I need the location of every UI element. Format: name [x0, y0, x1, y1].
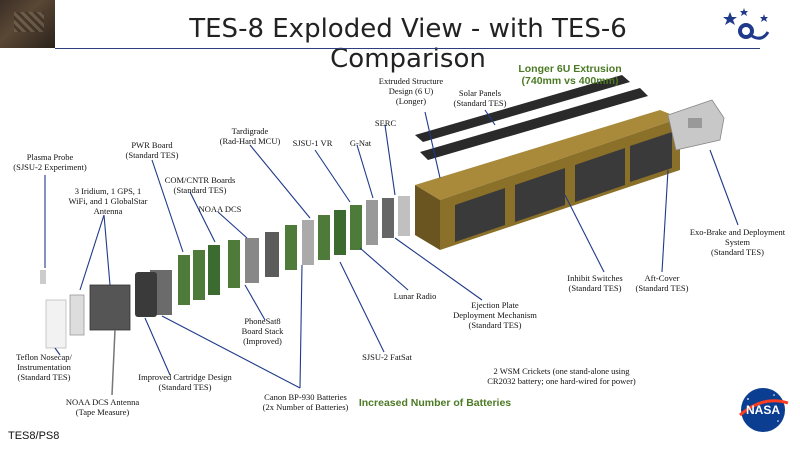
extruded-structure	[415, 110, 680, 250]
board-stack	[150, 196, 410, 315]
nasa-logo-icon: NASA	[739, 388, 789, 432]
corner-photo	[0, 0, 55, 48]
label-aft-cover: Aft-Cover (Standard TES)	[635, 273, 689, 293]
label-noaa-antenna: NOAA DCS Antenna (Tape Measure)	[65, 397, 140, 417]
label-teflon-nosecap: Teflon Nosecap/ Instrumentation (Standar…	[16, 352, 72, 382]
label-solar-panels: Solar Panels (Standard TES)	[453, 88, 507, 108]
nasa-logo-text: NASA	[746, 403, 780, 417]
leader-lines	[44, 109, 739, 389]
page-title: TES-8 Exploded View - with TES-6 Compari…	[189, 14, 627, 74]
label-noaa-dcs: NOAA DCS	[198, 204, 242, 214]
label-g-nat: G-Nat	[349, 138, 372, 148]
label-extruded-structure: Extruded Structure Design (6 U) (Longer)	[378, 76, 444, 106]
label-inhibit-switches: Inhibit Switches (Standard TES)	[567, 273, 623, 293]
label-sjsu1-vr: SJSU-1 VR	[292, 138, 333, 148]
label-phonesat: PhoneSat8 Board Stack (Improved)	[241, 316, 284, 346]
footer-code: TES8/PS8	[8, 430, 60, 442]
label-plasma-probe: Plasma Probe (SJSU-2 Experiment)	[13, 152, 87, 172]
exo-brake	[667, 99, 725, 151]
label-canon-batteries: Canon BP-930 Batteries (2x Number of Bat…	[262, 392, 349, 412]
label-tardigrade: Tardigrade (Rad-Hard MCU)	[219, 126, 281, 146]
label-com-cntr: COM/CNTR Boards (Standard TES)	[164, 175, 236, 195]
label-antenna: 3 Iridium, 1 GPS, 1 WiFi, and 1 GlobalSt…	[68, 186, 148, 216]
title-divider	[55, 48, 760, 49]
extrusion-callout: Longer 6U Extrusion (740mm vs 400mm)	[518, 63, 622, 87]
solar-panels	[415, 75, 648, 160]
battery-cartridge	[40, 270, 157, 396]
label-lunar-radio: Lunar Radio	[393, 291, 437, 301]
label-serc: SERC	[374, 118, 397, 128]
label-cartridge: Improved Cartridge Design (Standard TES)	[138, 372, 232, 392]
batteries-callout: Increased Number of Batteries	[358, 397, 512, 409]
label-exo-brake: Exo-Brake and Deployment System (Standar…	[689, 227, 786, 257]
label-ejection-plate: Ejection Plate Deployment Mechanism (Sta…	[453, 300, 537, 330]
sjsu-phone-logo-icon	[723, 8, 770, 40]
label-sjsu2-fatsat: SJSU-2 FatSat	[362, 352, 412, 362]
label-pwr-board: PWR Board (Standard TES)	[125, 140, 179, 160]
label-crickets: 2 WSM Crickets (one stand-alone using CR…	[487, 366, 636, 386]
